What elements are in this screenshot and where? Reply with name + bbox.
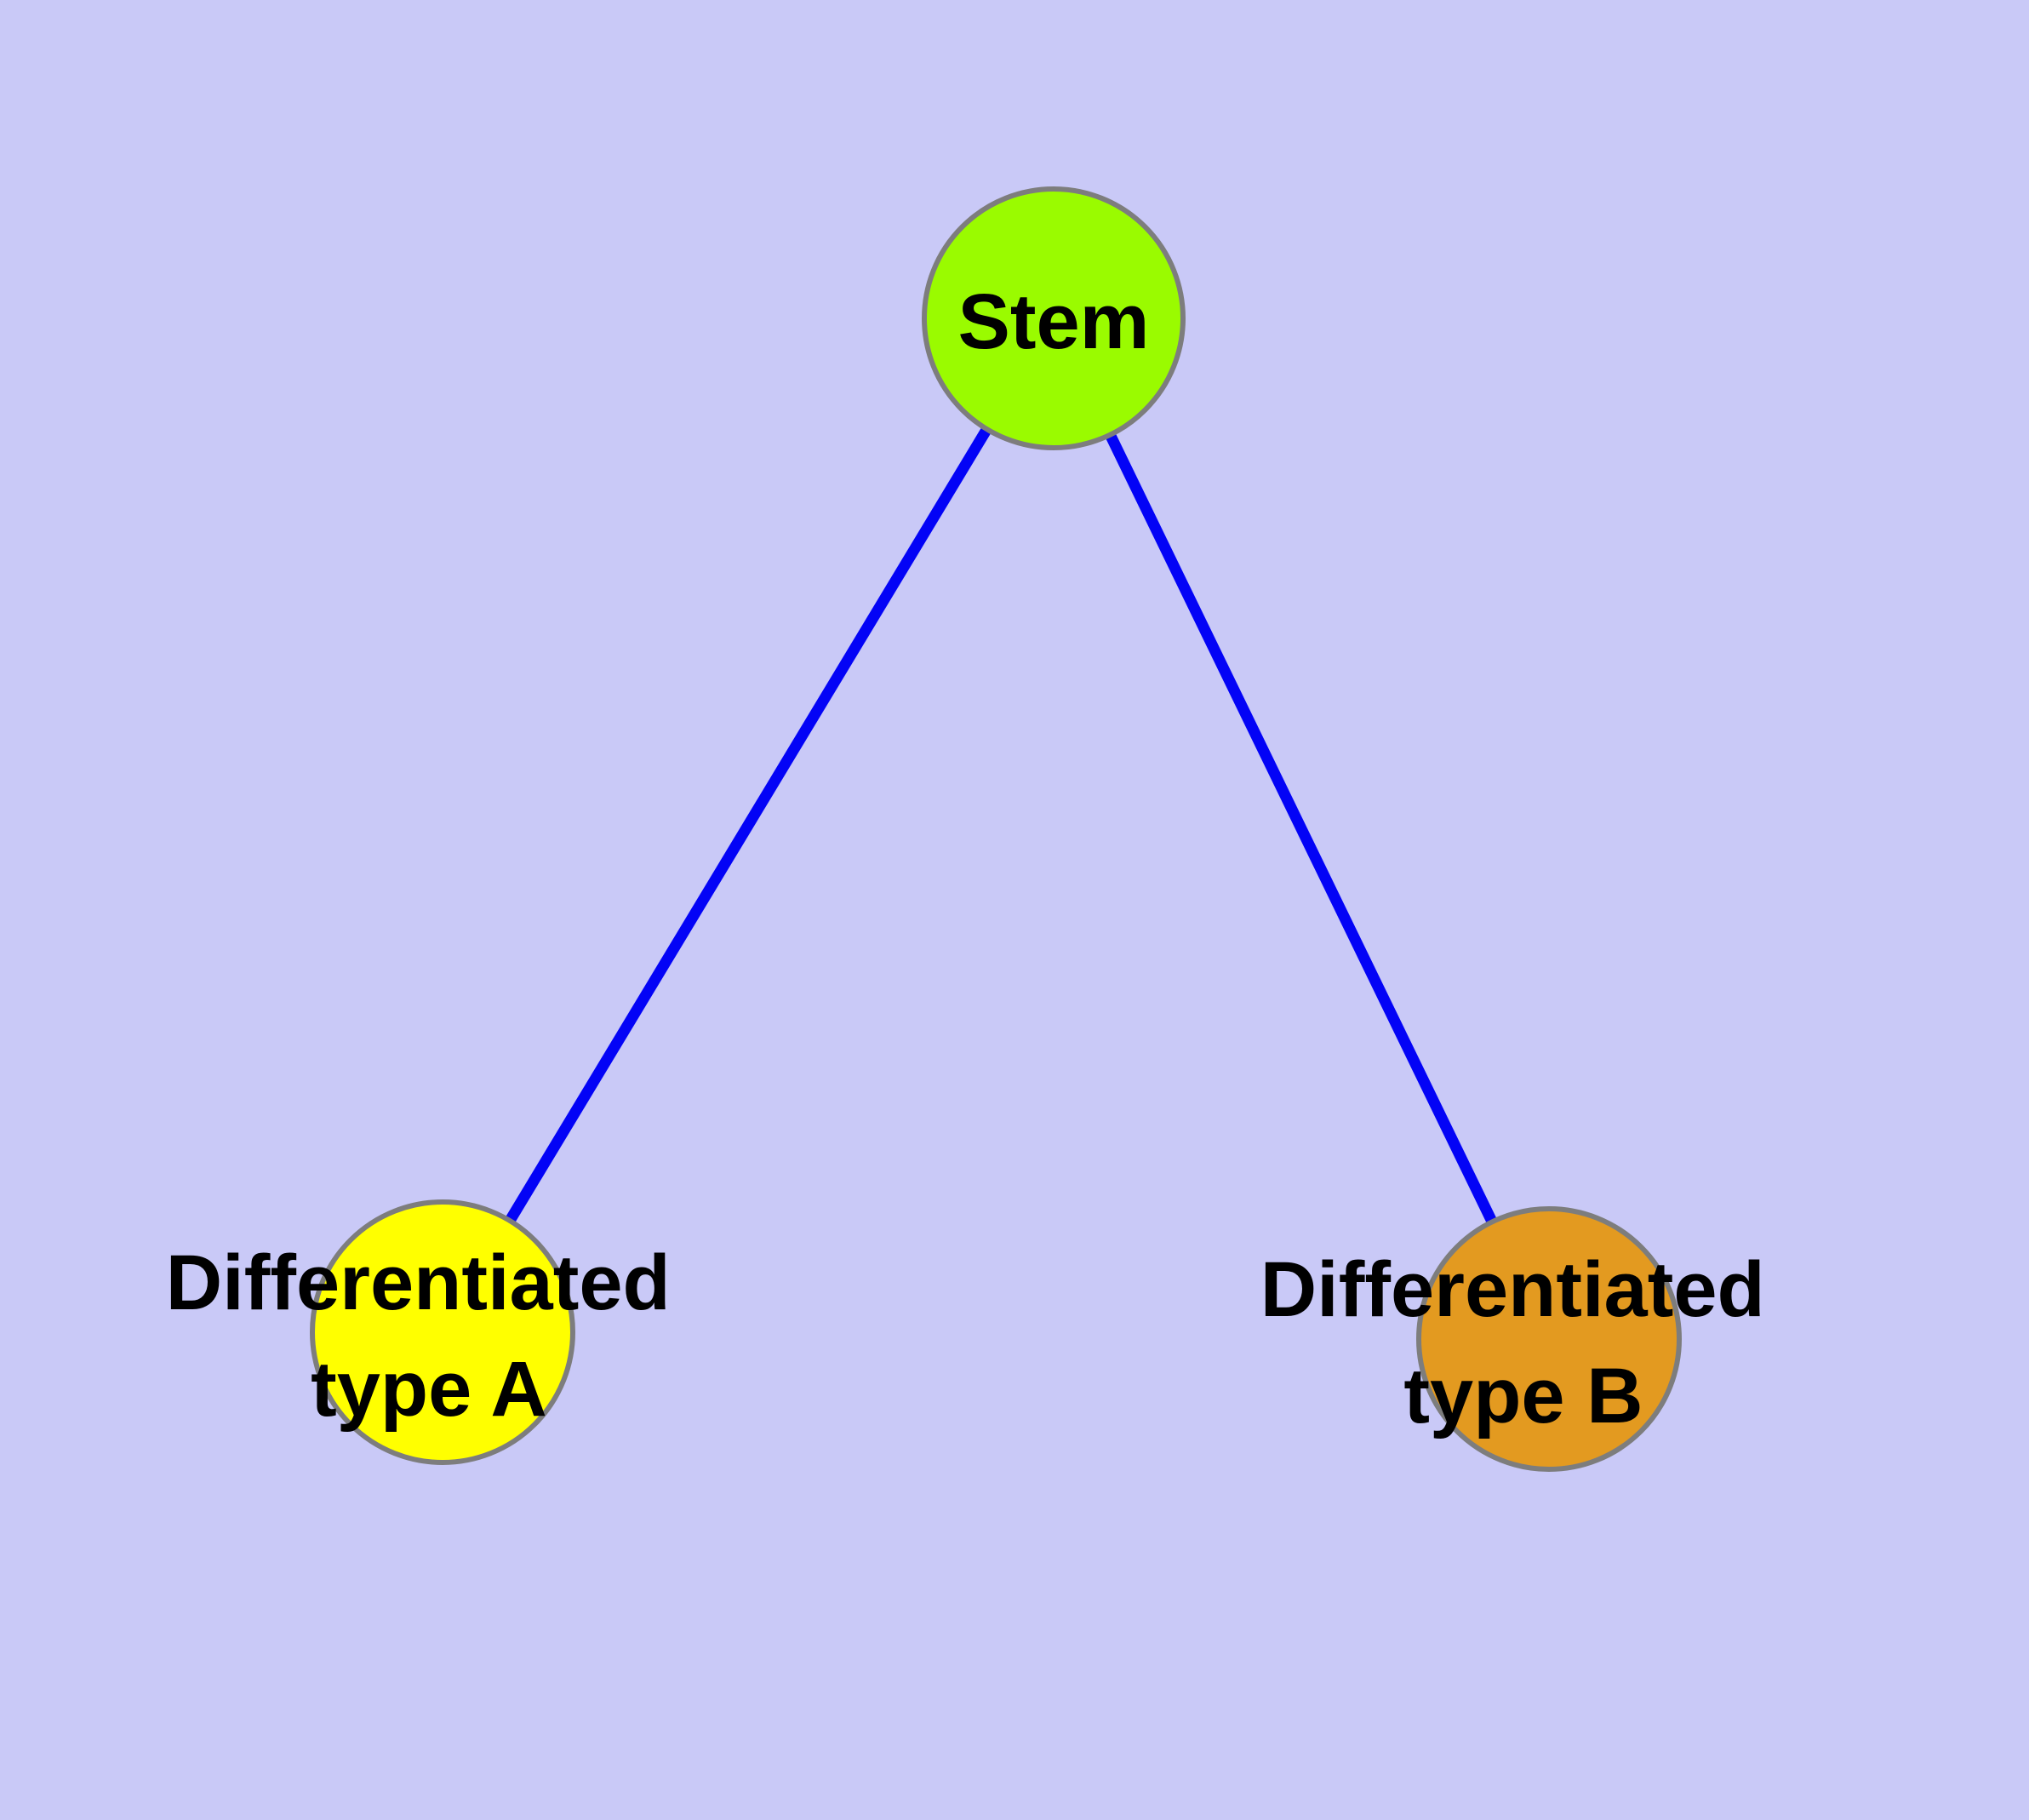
node-stem-circle: [922, 186, 1186, 450]
edge-stem-to-type-a: [437, 315, 1059, 1336]
node-type-a-circle: [310, 1199, 575, 1465]
node-type-b-circle: [1416, 1206, 1682, 1472]
node-type-a-label: Differentiated type A: [166, 1239, 693, 1433]
node-type-b-label: Differentiated type B: [1260, 1246, 1787, 1439]
node-type-a-label-line2: type A: [311, 1346, 547, 1433]
node-type-b-label-line2: type B: [1403, 1353, 1643, 1439]
node-stem-label: Stem: [958, 278, 1150, 365]
node-type-a-label-line1: Differentiated: [166, 1239, 671, 1326]
node-type-b-label-line1: Differentiated: [1260, 1246, 1765, 1333]
edge-stem-to-type-b: [1049, 316, 1554, 1342]
